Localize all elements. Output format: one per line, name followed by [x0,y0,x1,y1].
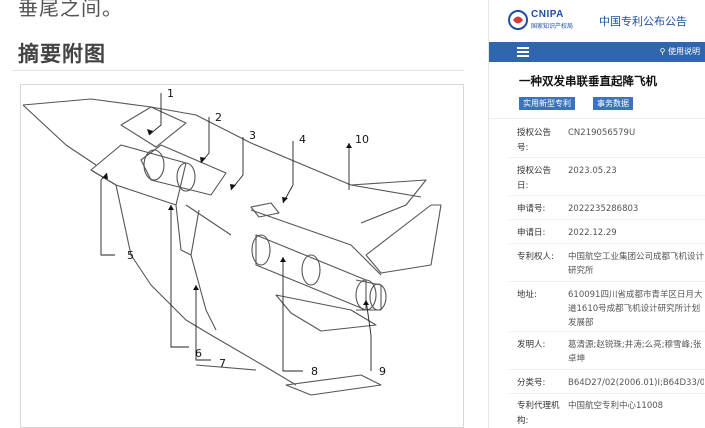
divider [12,70,464,71]
previous-text-fragment: 垂尾之间。 [18,0,123,20]
field-value: B64D27/02(2006.01)I;B64D33/0 [568,378,704,388]
patent-detail-panel: CNIPA 国家知识产权局 中国专利公布公告 ⚲ 使用说明 一种双发串联垂直起降… [488,0,705,428]
abstract-figure-panel: 垂尾之间。 摘要附图 [12,0,464,428]
figure-label-6: 6 [195,347,202,360]
field-label: 分类号: [517,378,546,388]
field-value: 2022235286803 [568,204,639,214]
figure-label-8: 8 [311,365,318,378]
arrow-heads [102,129,369,305]
field-value: 2022.12.29 [568,228,617,238]
tab-transaction-data[interactable]: 事务数据 [593,97,633,110]
divider [509,369,705,370]
field-value: 中国航空专利中心11008 [568,401,664,411]
field-value: 2023.05.23 [568,166,617,176]
section-title: 摘要附图 [18,42,106,66]
field-label: 申请日: [517,228,546,238]
divider [509,243,705,244]
hamburger-menu-icon[interactable] [517,47,529,57]
help-link-label: 使用说明 [668,47,700,56]
figure-label-5: 5 [127,249,134,262]
field-label: 申请号: [517,204,546,214]
divider [509,393,705,394]
figure-label-2: 2 [215,111,222,124]
field-label: 授权公告号: [517,128,552,153]
nav-bar: ⚲ 使用说明 [489,42,705,62]
divider [509,281,705,282]
figure-label-3: 3 [249,129,256,142]
site-title[interactable]: 中国专利公布公告 [599,15,687,28]
divider [509,157,705,158]
field-label: 授权公告日: [517,166,552,191]
logo-subtitle: 国家知识产权局 [531,23,574,30]
field-value: 中国航空工业集团公司成都飞机设计研究所 [568,252,705,276]
aircraft-drawing: 1 2 3 4 5 6 7 8 9 10 [22,87,442,396]
divider [509,219,705,220]
aircraft-outline [22,98,442,396]
field-value: 葛清源;赵锐珠;井涛;么亮;穆雪峰;张卓坤 [568,340,702,364]
patent-title: 一种双发串联垂直起降飞机 [519,74,657,88]
abstract-figure: 1 2 3 4 5 6 7 8 9 10 [20,84,464,428]
figure-label-4: 4 [299,133,306,146]
location-pin-icon: ⚲ [659,47,666,56]
figure-label-10: 10 [355,133,369,146]
field-label: 专利代理机构: [517,401,560,426]
logo-text: CNIPA [531,9,564,20]
figure-label-9: 9 [379,365,386,378]
field-label: 发明人: [517,340,546,350]
field-label: 地址: [517,290,537,300]
help-link[interactable]: ⚲ 使用说明 [660,46,700,57]
cnipa-logo-icon[interactable] [507,9,529,31]
leader-lines [100,93,372,372]
site-header: CNIPA 国家知识产权局 中国专利公布公告 [489,0,705,40]
field-label: 专利权人: [517,252,554,262]
divider [509,195,705,196]
divider [509,331,705,332]
figure-label-7: 7 [219,357,226,370]
tab-utility-model[interactable]: 实用新型专利 [519,97,575,110]
field-value: CN219056579U [568,128,636,138]
field-value: 610091四川省成都市青羊区日月大道1610号成都飞机设计研究所计划发展部 [568,290,703,328]
divider [489,118,705,119]
figure-label-1: 1 [167,87,174,100]
